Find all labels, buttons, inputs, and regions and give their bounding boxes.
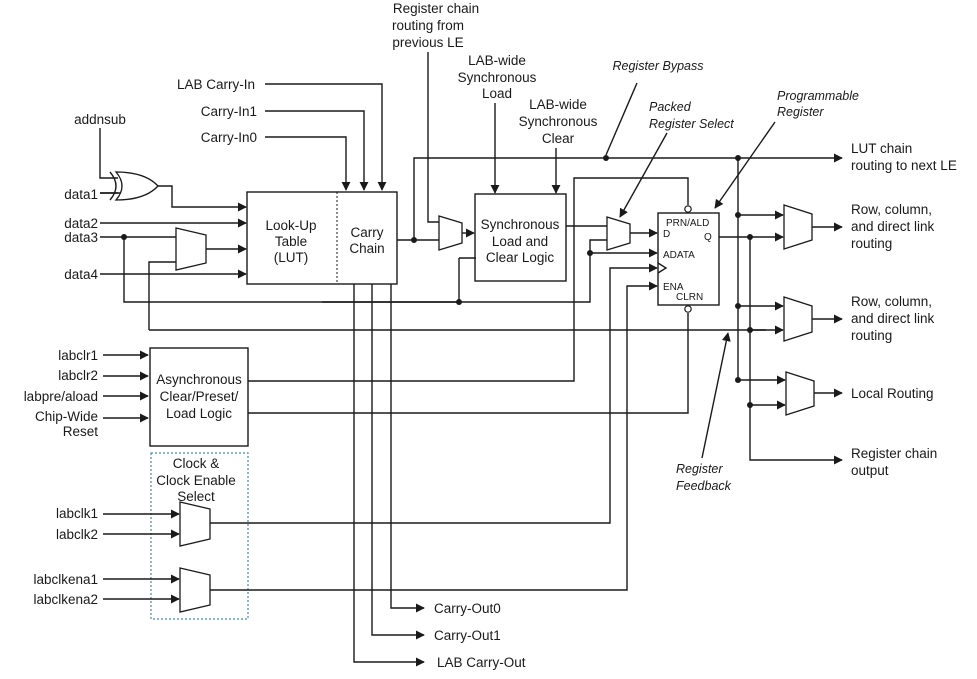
register-chain-output-label-2: output [851,463,889,478]
data3-label: data3 [64,230,98,245]
register-ena-port: ENA [663,282,684,293]
row-col-mux-1 [783,204,813,250]
data2-label: data2 [64,216,98,231]
row-col-routing-2-label-3: routing [851,328,892,343]
register-clock-triangle [657,262,668,274]
sync-load-label-1: LAB-wide [468,53,526,68]
lut-block [246,191,398,285]
clock-select-label-2: Clock Enable [156,473,236,488]
sync-clear-label-1: LAB-wide [529,97,587,112]
sync-load-label-2: Synchronous [458,70,537,85]
labclkena2-label: labclkena2 [33,592,98,607]
labclr2-label: labclr2 [58,368,98,383]
register-bypass-annotation: Register Bypass [612,59,703,73]
labclr1-label: labclr1 [58,348,98,363]
xor-gate [109,171,159,201]
async-logic-label-1: Asynchronous [156,372,242,387]
carry-chain-label-2: Chain [349,241,384,256]
register-block [657,212,720,306]
clock-select-label-3: Select [177,489,215,504]
sync-logic-label-2: Load and [492,234,548,249]
sync-clear-label-3: Clear [542,131,575,146]
row-col-routing-2-label-2: and direct link [851,311,935,326]
register-chain-routing-label-2: routing from [392,18,464,33]
labclk1-label: labclk1 [56,506,98,521]
data3-mux [175,227,207,271]
lab-carry-out-label: LAB Carry-Out [437,655,526,670]
row-col-routing-1-label-1: Row, column, [851,202,932,217]
register-prn-ald-port: PRN/ALD [666,218,709,229]
labclk2-label: labclk2 [56,527,98,542]
register-chain-routing-label-1: Register chain [393,1,479,16]
sync-logic-label-3: Clear Logic [486,250,555,265]
async-logic-block [149,347,249,447]
sync-load-label-3: Load [482,86,512,101]
lab-carry-in-label: LAB Carry-In [177,77,255,92]
sync-clear-label-2: Synchronous [519,114,598,129]
register-chain-routing-label-3: previous LE [392,35,463,50]
row-col-routing-1-label-2: and direct link [851,219,935,234]
labpre-aload-label: labpre/aload [24,389,98,404]
lut-label-1: Look-Up [265,218,316,233]
lut-label-3: (LUT) [274,250,309,265]
chip-wide-reset-label-2: Reset [63,424,99,439]
sync-logic-label-1: Synchronous [481,217,560,232]
register-feedback-annotation-1: Register [676,462,723,476]
register-chain-output-label-1: Register chain [851,446,937,461]
register-prn-bubble [684,205,692,213]
carry-in1-label: Carry-In1 [201,104,257,119]
register-adata-port: ADATA [663,250,695,261]
clock-mux [179,501,211,547]
chip-wide-reset-label-1: Chip-Wide [35,409,98,424]
register-clrn-bubble [684,305,692,313]
row-col-mux-2 [783,296,813,342]
carry-in0-label: Carry-In0 [201,130,257,145]
sync-load-clear-block [474,193,567,282]
programmable-register-annotation-2: Register [777,105,824,119]
row-col-routing-1-label-3: routing [851,236,892,251]
clock-select-block [150,452,249,620]
packed-register-select-annotation-1: Packed [649,100,692,114]
addnsub-label: addnsub [74,112,126,127]
packed-register-select-annotation-2: Register Select [649,117,734,131]
register-feedback-annotation-2: Feedback [676,479,732,493]
register-q-port: Q [704,232,712,243]
programmable-register-annotation-1: Programmable [777,89,859,103]
data4-label: data4 [64,267,98,282]
register-clrn-port: CLRN [676,292,703,303]
register-d-port: D [663,229,670,240]
labclkena1-label: labclkena1 [33,572,98,587]
lut-label-2: Table [275,234,307,249]
carry-chain-label-1: Carry [351,225,384,240]
clock-select-label-1: Clock & [173,456,220,471]
carry-out1-label: Carry-Out1 [434,628,501,643]
clock-enable-mux [179,567,211,613]
carry-out0-label: Carry-Out0 [434,601,501,616]
async-logic-label-3: Load Logic [166,406,232,421]
lut-chain-output-label-1: LUT chain [851,141,912,156]
packed-register-mux [606,216,631,251]
local-routing-label: Local Routing [851,386,934,401]
lut-chain-output-label-2: routing to next LE [851,158,957,173]
wires [99,52,843,667]
async-logic-label-2: Clear/Preset/ [160,389,239,404]
data1-label: data1 [64,187,98,202]
local-routing-mux [785,371,815,416]
register-chain-mux [438,215,463,251]
row-col-routing-2-label-1: Row, column, [851,294,932,309]
